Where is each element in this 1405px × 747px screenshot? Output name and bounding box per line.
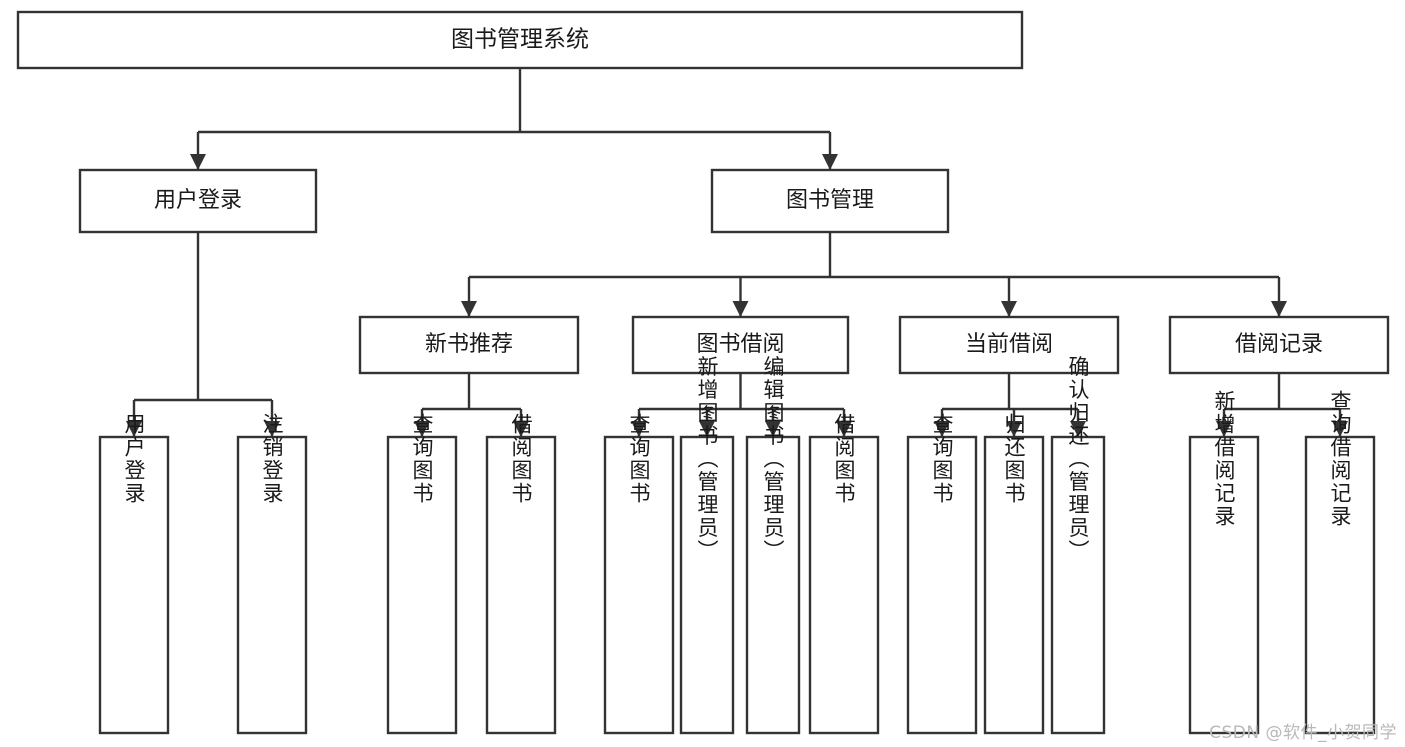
node-leaf-add-record[interactable]: 新增借阅记录 [1188, 390, 1260, 735]
node-book-borrow[interactable]: 图书借阅 [631, 315, 850, 375]
node-current-borrow[interactable]: 当前借阅 [898, 315, 1120, 375]
node-leaf-query-book-borrow[interactable]: 查询图书 [603, 413, 675, 735]
node-label-book-borrow: 图书借阅 [696, 332, 784, 357]
node-book-manage[interactable]: 图书管理 [710, 168, 950, 234]
node-label-leaf-borrow-book: 借阅图书 [832, 413, 856, 505]
arrow-head-icon [732, 301, 749, 317]
arrow-head-icon [126, 421, 142, 437]
arrow-head-icon [1001, 301, 1017, 317]
node-label-new-book-rec: 新书推荐 [425, 332, 513, 357]
arrow-head-icon [190, 154, 206, 170]
node-label-leaf-confirm-return: 确认归还（管理员） [1066, 356, 1090, 563]
node-boxes: 图书管理系统用户登录图书管理新书推荐图书借阅当前借阅借阅记录用户登录注销登录查询… [16, 10, 1390, 735]
node-leaf-query-record[interactable]: 查询借阅记录 [1304, 390, 1376, 735]
node-label-root: 图书管理系统 [451, 27, 589, 53]
arrow-head-icon [264, 421, 280, 437]
node-leaf-user-login[interactable]: 用户登录 [98, 413, 170, 735]
node-leaf-confirm-return[interactable]: 确认归还（管理员） [1050, 356, 1106, 735]
node-label-leaf-add-record: 新增借阅记录 [1212, 390, 1236, 528]
node-label-leaf-query-book-borrow: 查询图书 [627, 413, 651, 505]
connector-edges [126, 68, 1348, 437]
arrow-head-icon [1271, 301, 1287, 317]
arrow-head-icon [765, 421, 781, 437]
node-label-leaf-borrow-book-rec: 借阅图书 [509, 413, 533, 505]
node-label-leaf-return-book: 归还图书 [1002, 413, 1026, 505]
node-leaf-add-book[interactable]: 新增图书（管理员） [679, 356, 735, 735]
node-user-login[interactable]: 用户登录 [78, 168, 318, 234]
node-label-user-login: 用户登录 [154, 188, 242, 213]
arrow-head-icon [461, 301, 477, 317]
node-borrow-record[interactable]: 借阅记录 [1168, 315, 1390, 375]
node-leaf-edit-book[interactable]: 编辑图书（管理员） [745, 356, 801, 735]
node-label-leaf-edit-book: 编辑图书（管理员） [761, 356, 785, 563]
node-root[interactable]: 图书管理系统 [16, 10, 1024, 70]
arrow-head-icon [513, 421, 529, 437]
node-leaf-user-logout[interactable]: 注销登录 [236, 413, 308, 735]
node-label-leaf-query-record: 查询借阅记录 [1328, 390, 1352, 528]
watermark-text: CSDN @软件_小贺同学 [1209, 723, 1397, 743]
arrow-head-icon [822, 154, 838, 170]
arrow-head-icon [631, 421, 647, 437]
node-new-book-rec[interactable]: 新书推荐 [358, 315, 580, 375]
node-label-leaf-query-book-rec: 查询图书 [410, 413, 434, 505]
arrow-head-icon [1070, 421, 1086, 437]
node-label-leaf-user-login: 用户登录 [122, 413, 146, 505]
node-label-book-manage: 图书管理 [786, 188, 874, 213]
arrow-head-icon [836, 421, 852, 437]
node-label-leaf-query-book-cur: 查询图书 [930, 413, 954, 505]
node-leaf-borrow-book[interactable]: 借阅图书 [808, 413, 880, 735]
node-label-leaf-add-book: 新增图书（管理员） [695, 356, 719, 563]
node-label-leaf-user-logout: 注销登录 [260, 413, 284, 505]
node-leaf-query-book-cur[interactable]: 查询图书 [906, 413, 978, 735]
arrow-head-icon [414, 421, 430, 437]
arrow-head-icon [934, 421, 950, 437]
arrow-head-icon [1006, 421, 1022, 437]
node-leaf-return-book[interactable]: 归还图书 [983, 413, 1045, 735]
node-label-borrow-record: 借阅记录 [1235, 332, 1323, 357]
node-leaf-borrow-book-rec[interactable]: 借阅图书 [485, 413, 557, 735]
node-label-current-borrow: 当前借阅 [965, 332, 1053, 357]
arrow-head-icon [1216, 421, 1232, 437]
arrow-head-icon [1332, 421, 1348, 437]
arrow-head-icon [699, 421, 715, 437]
node-leaf-query-book-rec[interactable]: 查询图书 [386, 413, 458, 735]
